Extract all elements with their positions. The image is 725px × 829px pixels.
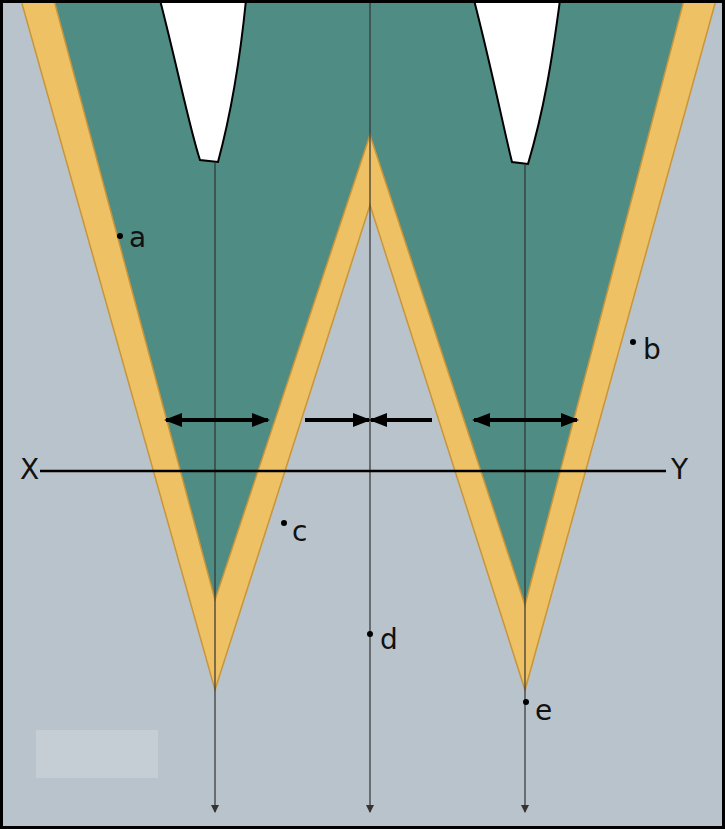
arrow <box>371 418 432 422</box>
point-label: e <box>535 697 552 725</box>
point <box>630 339 636 345</box>
point <box>523 699 529 705</box>
yellow-bed <box>21 0 716 690</box>
green-layer <box>54 0 684 605</box>
double-arrow <box>166 418 268 422</box>
notch <box>160 0 246 162</box>
point-label: d <box>380 626 398 654</box>
point-label: c <box>292 518 307 546</box>
axis-line <box>524 164 525 812</box>
patch <box>36 730 158 778</box>
axis-line <box>214 162 215 812</box>
point-label: Y <box>671 456 688 484</box>
point-label: a <box>129 224 146 252</box>
point-label: X <box>20 456 39 484</box>
point <box>367 631 373 637</box>
point <box>281 520 287 526</box>
arrow <box>305 418 369 422</box>
double-arrow <box>474 418 577 422</box>
section-line <box>40 470 666 473</box>
notch <box>474 0 560 164</box>
axis-line <box>369 0 370 812</box>
point <box>117 233 123 239</box>
point-label: b <box>643 336 661 364</box>
